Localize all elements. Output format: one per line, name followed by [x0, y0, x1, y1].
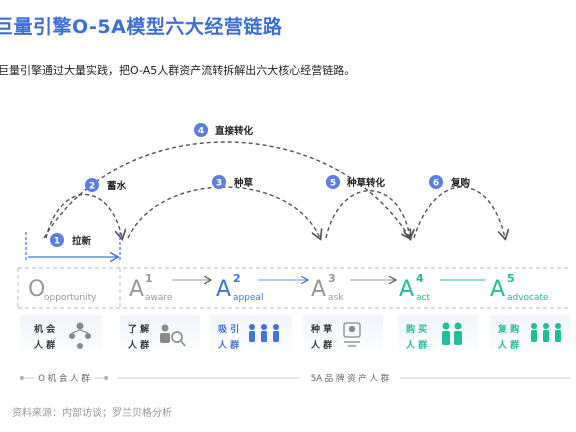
stage-ask: A 3 ask	[311, 272, 344, 303]
svg-text:6: 6	[433, 179, 439, 189]
advocate-people-icon	[531, 323, 561, 342]
stage-aware: A 1 aware	[129, 272, 173, 303]
svg-text:复 购: 复 购	[497, 323, 519, 335]
svg-text:2: 2	[233, 272, 241, 285]
svg-text:2: 2	[89, 182, 95, 192]
group-advocate: 复 购 人 群	[490, 315, 570, 357]
stage-opportunity: O opportunity	[28, 277, 97, 303]
svg-text:O: O	[28, 277, 45, 302]
svg-text:了 解: 了 解	[128, 323, 149, 335]
svg-text:4: 4	[416, 272, 424, 285]
svg-text:A: A	[399, 277, 414, 302]
svg-text:5: 5	[507, 272, 515, 285]
arc-step-5	[325, 190, 410, 238]
footer-opportunity: O 机 会 人 群	[20, 373, 108, 384]
stage-advocate: A 5 advocate	[490, 272, 549, 303]
step-badge-3: 3 种草	[212, 175, 254, 189]
svg-text:4: 4	[198, 127, 204, 137]
svg-text:种草转化: 种草转化	[346, 177, 386, 189]
svg-text:购 买: 购 买	[406, 323, 427, 335]
svg-text:3: 3	[328, 272, 336, 285]
group-act: 购 买 人 群	[398, 315, 478, 357]
svg-text:5: 5	[330, 179, 336, 189]
svg-text:直接转化: 直接转化	[215, 125, 254, 137]
group-appeal: 吸 引 人 群	[210, 315, 292, 357]
step-badge-2: 2 蓄水	[85, 178, 127, 192]
ask-people-icon	[343, 322, 361, 347]
step-badge-5: 5 种草转化	[326, 175, 386, 189]
footer-assets: 5A 品 牌 资 产 人 群	[118, 373, 570, 384]
svg-text:A: A	[490, 277, 505, 302]
stage-appeal: A 2 appeal	[216, 272, 264, 303]
svg-text:人 群: 人 群	[497, 339, 519, 351]
group-ask: 种 草 人 群	[303, 315, 383, 357]
svg-text:人 群: 人 群	[217, 339, 239, 351]
svg-text:人 群: 人 群	[33, 339, 55, 351]
svg-text:A: A	[216, 277, 231, 302]
page-subtitle: 巨量引擎通过大量实践，把O-A5人群资产流转拆解出六大核心经营链路。	[0, 64, 356, 77]
svg-text:复购: 复购	[450, 177, 471, 189]
page-title: 巨量引擎O-5A模型六大经营链路	[0, 16, 283, 38]
svg-text:种草: 种草	[233, 177, 254, 189]
svg-text:advocate: advocate	[507, 293, 549, 303]
svg-text:3: 3	[216, 179, 222, 189]
svg-text:appeal: appeal	[233, 293, 264, 303]
svg-text:种 草: 种 草	[310, 323, 332, 335]
group-aware: 了 解 人 群	[120, 315, 200, 357]
svg-text:A: A	[129, 277, 144, 302]
opportunity-people-icon	[69, 322, 91, 349]
svg-text:act: act	[416, 293, 430, 303]
stage-act: A 4 act	[399, 272, 430, 303]
svg-text:拉新: 拉新	[72, 235, 92, 247]
svg-text:O 机 会 人 群: O 机 会 人 群	[38, 373, 90, 384]
svg-text:人 群: 人 群	[310, 339, 332, 351]
svg-text:人 群: 人 群	[405, 339, 427, 351]
arc-step-2	[45, 194, 122, 239]
arc-step-4	[43, 141, 410, 238]
arc-step-3	[127, 186, 320, 238]
step-badge-1: 1 拉新	[50, 233, 92, 247]
svg-text:蓄水: 蓄水	[107, 180, 127, 192]
step-badge-4: 4 直接转化	[194, 123, 254, 137]
group-opportunity: 机 会 人 群	[20, 315, 102, 357]
svg-text:吸 引: 吸 引	[218, 323, 239, 335]
arc-step-6	[413, 186, 505, 238]
svg-text:机 会: 机 会	[34, 323, 56, 335]
svg-text:A: A	[311, 277, 326, 302]
svg-text:人 群: 人 群	[127, 339, 149, 351]
act-people-icon	[442, 322, 462, 345]
step-badge-6: 6 复购	[429, 175, 471, 189]
aware-people-icon	[160, 324, 186, 347]
svg-text:5A 品 牌 资 产 人 群: 5A 品 牌 资 产 人 群	[311, 373, 390, 384]
svg-text:aware: aware	[145, 293, 173, 303]
svg-text:opportunity: opportunity	[44, 293, 97, 303]
svg-text:1: 1	[54, 237, 60, 247]
svg-text:1: 1	[145, 272, 153, 285]
svg-text:ask: ask	[328, 293, 344, 303]
appeal-people-icon	[249, 324, 279, 342]
source-note: 资料来源：内部访谈；罗兰贝格分析	[12, 408, 172, 419]
